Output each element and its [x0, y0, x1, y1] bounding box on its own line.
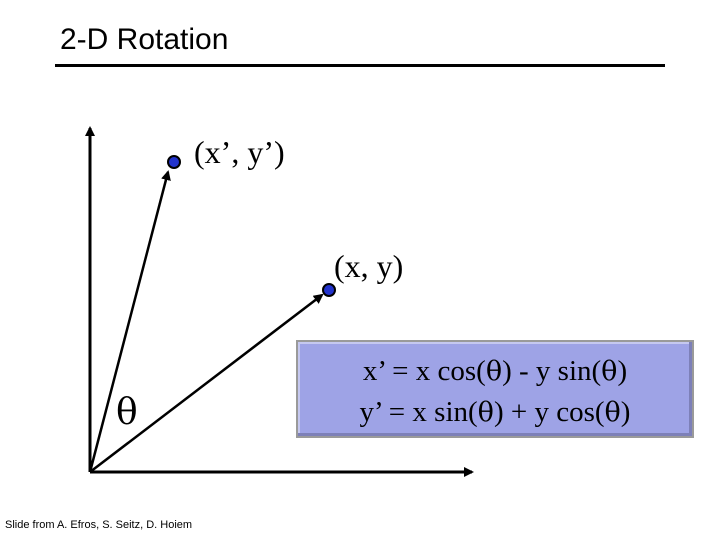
original-point-label: (x, y) — [334, 248, 404, 284]
theta-symbol: θ — [604, 397, 621, 428]
slide-credit: Slide from A. Efros, S. Seitz, D. Hoiem — [5, 519, 193, 531]
title-divider — [55, 64, 665, 67]
rotated-vector — [88, 170, 171, 473]
rotated-point — [167, 155, 181, 169]
original-vector — [89, 293, 324, 473]
formula-text: ) — [620, 396, 631, 428]
formula-box: x’ = x cos(θ) - y sin(θ) y’ = x sin(θ) +… — [296, 340, 694, 438]
formula-text: x’ = x cos( — [362, 355, 486, 387]
formula-text: y’ = x sin( — [359, 396, 478, 428]
rotated-point-label: (x’, y’) — [194, 134, 285, 170]
original-point — [322, 283, 336, 297]
formula-y-prime: y’ = x sin(θ) + y cos(θ) — [298, 395, 692, 430]
formula-text: ) — [617, 355, 628, 387]
formula-text: ) + y cos( — [493, 396, 605, 428]
angle-label: θ — [116, 392, 138, 433]
theta-symbol: θ — [485, 356, 503, 387]
theta-symbol: θ — [477, 397, 494, 428]
theta-symbol: θ — [601, 356, 618, 387]
formula-text: ) - y sin( — [502, 355, 602, 387]
formula-x-prime: x’ = x cos(θ) - y sin(θ) — [298, 354, 692, 389]
slide-title: 2-D Rotation — [60, 23, 229, 56]
